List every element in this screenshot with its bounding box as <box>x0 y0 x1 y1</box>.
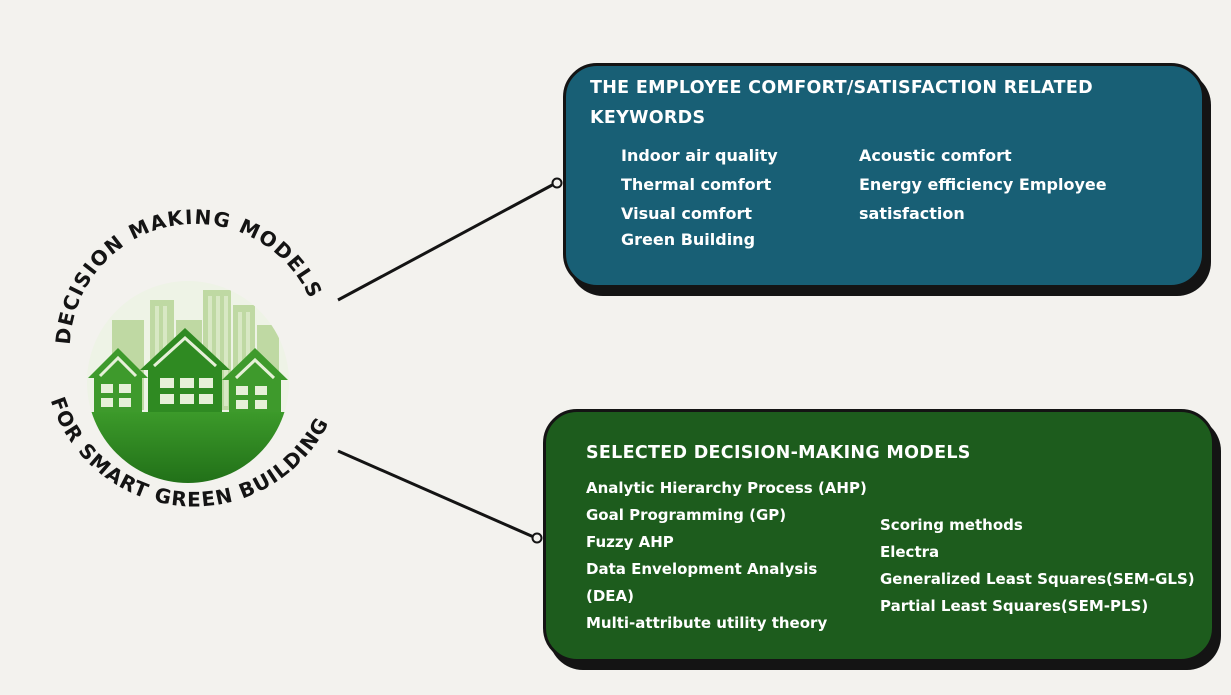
models-box: SELECTED DECISION-MAKING MODELS Analytic… <box>543 409 1215 662</box>
keyword-item: Acoustic comfort <box>859 146 1012 165</box>
keyword-item: Indoor air quality <box>621 146 778 165</box>
keyword-item: satisfaction <box>859 204 965 223</box>
keyword-item: Thermal comfort <box>621 175 772 194</box>
models-title: SELECTED DECISION-MAKING MODELS <box>586 443 971 463</box>
model-item: Analytic Hierarchy Process (AHP) <box>586 479 867 497</box>
keywords-box: THE EMPLOYEE COMFORT/SATISFACTION RELATE… <box>563 63 1205 288</box>
model-item: Goal Programming (GP) <box>586 506 787 524</box>
connector-dot-top <box>551 177 563 189</box>
keyword-item: Visual comfort <box>621 204 752 223</box>
keyword-item: Energy efficiency Employee <box>859 175 1107 194</box>
keywords-title-line2: KEYWORDS <box>590 108 706 128</box>
model-item: Generalized Least Squares(SEM-GLS) <box>880 570 1195 588</box>
connector-dot-bottom <box>531 532 543 544</box>
model-item: Scoring methods <box>880 516 1023 534</box>
green-houses-illustration <box>87 281 289 483</box>
model-item: Electra <box>880 543 940 561</box>
model-item: (DEA) <box>586 587 635 605</box>
keyword-item: Green Building <box>621 230 756 249</box>
keywords-title-line1: THE EMPLOYEE COMFORT/SATISFACTION RELATE… <box>590 78 1093 98</box>
model-item: Partial Least Squares(SEM-PLS) <box>880 597 1149 615</box>
model-item: Multi-attribute utility theory <box>586 614 828 632</box>
model-item: Data Envelopment Analysis <box>586 560 818 578</box>
connector-line-bottom <box>337 449 537 540</box>
connector-line-top <box>337 181 557 302</box>
model-item: Fuzzy AHP <box>586 533 674 551</box>
